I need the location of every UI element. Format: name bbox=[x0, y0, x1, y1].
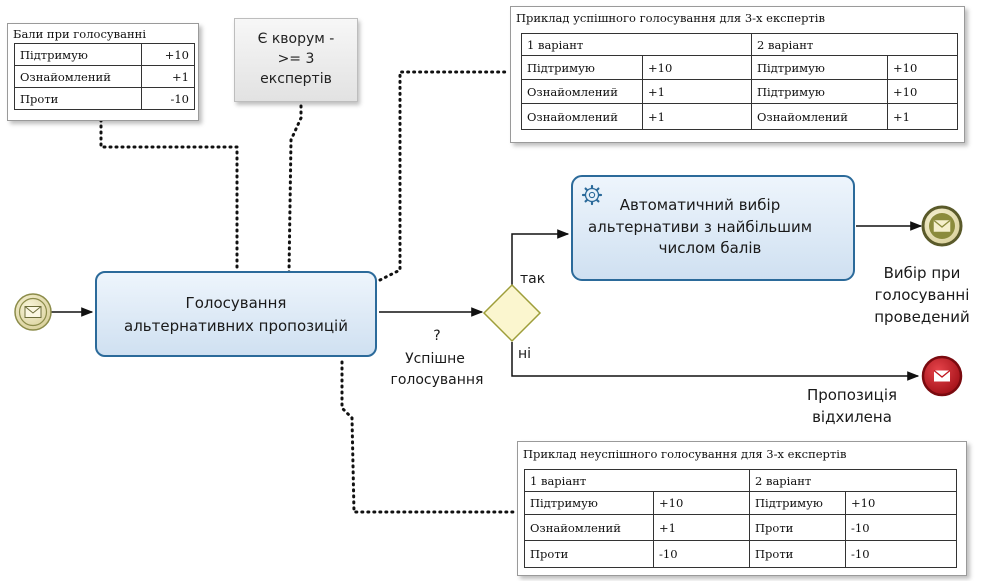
task-auto-line1: Автоматичний вибір bbox=[620, 196, 780, 214]
table-cell: Проти bbox=[524, 540, 654, 568]
table-cell: Підтримую bbox=[751, 79, 888, 104]
table-row: 1 варіант 2 варіант bbox=[524, 469, 957, 492]
table-row: Підтримую +10 Підтримую +10 bbox=[524, 491, 957, 515]
table-cell: +10 bbox=[845, 491, 957, 515]
gateway-label-line2: голосування bbox=[391, 372, 484, 388]
end-success-label-line1: Вибір при bbox=[884, 264, 961, 282]
table-cell: Підтримую bbox=[751, 55, 888, 80]
success-example-table: 1 варіант 2 варіант Підтримую +10 Підтри… bbox=[521, 33, 958, 130]
association-success-example bbox=[378, 70, 509, 282]
table-cell: Підтримую bbox=[749, 491, 846, 515]
envelope-icon bbox=[933, 219, 951, 232]
association-lines bbox=[99, 70, 517, 514]
points-label: Проти bbox=[14, 87, 142, 110]
points-label: Ознайомлений bbox=[14, 65, 142, 88]
task-auto-line2: альтернативи з найбільшим bbox=[588, 218, 812, 236]
gateway-question-mark: ? bbox=[433, 328, 440, 344]
table-cell: +1 bbox=[653, 514, 750, 541]
points-value: -10 bbox=[141, 87, 195, 110]
fail-example-title: Приклад неуспішного голосування для 3-х … bbox=[523, 447, 847, 461]
end-success-label-line2: голосуванні bbox=[875, 286, 970, 304]
quorum-note: Є кворум - >= 3 експертів bbox=[234, 18, 358, 102]
envelope-icon bbox=[933, 369, 951, 382]
table-cell: +1 bbox=[642, 79, 752, 104]
end-message-event-success[interactable] bbox=[921, 205, 963, 247]
end-success-label-line3: проведений bbox=[874, 308, 969, 326]
task-auto-line3: числом балів bbox=[659, 239, 762, 257]
table-row: 1 варіант 2 варіант bbox=[521, 33, 958, 56]
flow-yes bbox=[511, 229, 570, 285]
task-voting-line1: Голосування bbox=[186, 294, 287, 312]
points-table-annotation: Бали при голосуванні Підтримую +10 Ознай… bbox=[7, 23, 199, 121]
sequence-flows bbox=[51, 221, 923, 381]
table-cell: Ознайомлений bbox=[524, 514, 654, 541]
table-cell: +1 bbox=[642, 103, 752, 130]
association-fail-example bbox=[340, 360, 517, 514]
table-cell: Ознайомлений bbox=[521, 103, 643, 130]
association-quorum bbox=[287, 104, 303, 274]
exclusive-gateway[interactable] bbox=[482, 283, 542, 343]
table-row: Проти -10 bbox=[14, 87, 195, 110]
points-table: Підтримую +10 Ознайомлений +1 Проти -10 bbox=[14, 43, 195, 110]
table-cell: Підтримую bbox=[521, 55, 643, 80]
end-message-event-rejected[interactable] bbox=[921, 355, 963, 397]
quorum-note-line1: Є кворум - bbox=[257, 31, 335, 47]
points-label: Підтримую bbox=[14, 43, 142, 66]
end-rejected-label-line2: відхилена bbox=[812, 408, 892, 426]
table-row: Проти -10 Проти -10 bbox=[524, 540, 957, 568]
table-cell: Ознайомлений bbox=[751, 103, 888, 130]
points-value: +1 bbox=[141, 65, 195, 88]
table-row: Підтримую +10 bbox=[14, 43, 195, 66]
fail-example-table: 1 варіант 2 варіант Підтримую +10 Підтри… bbox=[524, 469, 957, 568]
table-cell: +1 bbox=[887, 103, 958, 130]
table-cell: Проти bbox=[749, 540, 846, 568]
table-cell: +10 bbox=[642, 55, 752, 80]
table-cell: +10 bbox=[887, 79, 958, 104]
table-row: Ознайомлений +1 Ознайомлений +1 bbox=[521, 103, 958, 130]
column-header: 2 варіант bbox=[749, 469, 957, 492]
points-value: +10 bbox=[141, 43, 195, 66]
success-example-title: Приклад успішного голосування для 3-х ек… bbox=[516, 11, 825, 25]
flow-no bbox=[511, 342, 920, 381]
success-example-annotation: Приклад успішного голосування для 3-х ек… bbox=[510, 6, 965, 143]
association-points-table bbox=[99, 118, 239, 274]
task-auto-select[interactable]: Автоматичний вибір альтернативи з найбіл… bbox=[571, 175, 855, 281]
table-cell: +10 bbox=[653, 491, 750, 515]
start-message-event[interactable] bbox=[14, 293, 52, 331]
points-table-title: Бали при голосуванні bbox=[13, 27, 147, 41]
task-voting-line2: альтернативних пропозицій bbox=[124, 317, 348, 335]
flow-yes-label: так bbox=[520, 271, 545, 287]
task-voting[interactable]: Голосування альтернативних пропозицій bbox=[95, 271, 377, 357]
flow-no-label: ні bbox=[518, 346, 531, 362]
end-rejected-label-line1: Пропозиція bbox=[807, 386, 897, 404]
column-header: 2 варіант bbox=[751, 33, 958, 56]
table-cell: -10 bbox=[845, 540, 957, 568]
table-cell: Проти bbox=[749, 514, 846, 541]
quorum-note-line2: >= 3 bbox=[277, 51, 315, 67]
table-cell: -10 bbox=[653, 540, 750, 568]
quorum-note-line3: експертів bbox=[260, 71, 332, 87]
table-row: Ознайомлений +1 bbox=[14, 65, 195, 88]
table-row: Ознайомлений +1 Підтримую +10 bbox=[521, 79, 958, 104]
column-header: 1 варіант bbox=[521, 33, 752, 56]
fail-example-annotation: Приклад неуспішного голосування для 3-х … bbox=[517, 441, 967, 576]
table-cell: -10 bbox=[845, 514, 957, 541]
table-cell: Ознайомлений bbox=[521, 79, 643, 104]
envelope-icon bbox=[24, 306, 42, 318]
table-cell: +10 bbox=[887, 55, 958, 80]
gateway-label-line1: Успішне bbox=[405, 351, 465, 367]
table-cell: Підтримую bbox=[524, 491, 654, 515]
gear-icon bbox=[581, 184, 603, 206]
table-row: Ознайомлений +1 Проти -10 bbox=[524, 514, 957, 541]
table-row: Підтримую +10 Підтримую +10 bbox=[521, 55, 958, 80]
column-header: 1 варіант bbox=[524, 469, 750, 492]
